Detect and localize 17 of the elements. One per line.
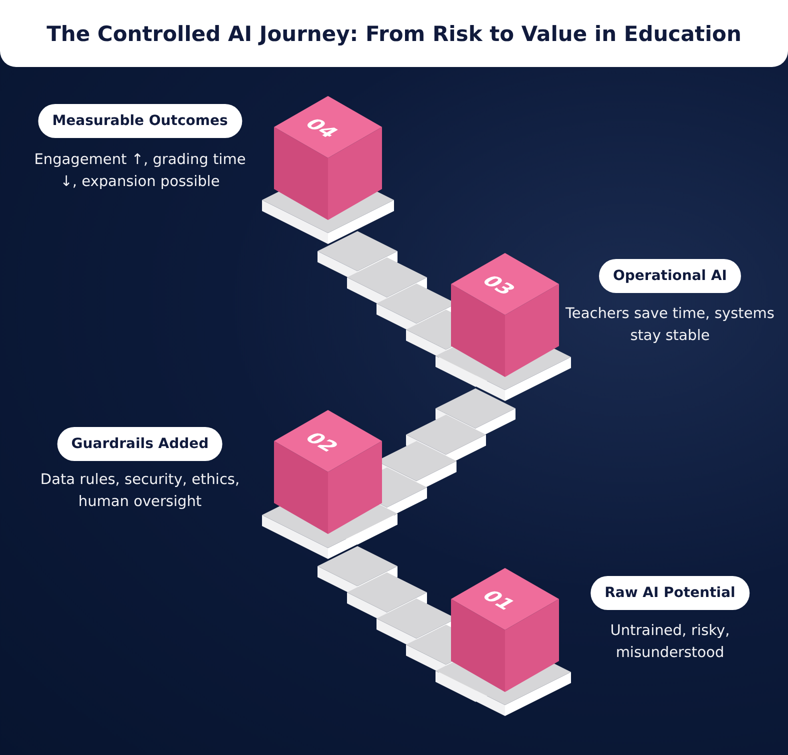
step-number: 03 xyxy=(476,272,522,298)
number-cube xyxy=(451,253,559,377)
stage-description: Untrained, risky, misunderstood xyxy=(609,622,731,663)
stage-label: Measurable Outcomes xyxy=(38,104,242,138)
stage-description: Engagement ↑, grading time ↓, expansion possible xyxy=(33,151,247,192)
stage-label: Raw AI Potential xyxy=(590,576,750,610)
stage-description: Data rules, security, ethics, human oversight xyxy=(39,471,241,512)
stage-label: Operational AI xyxy=(599,259,741,293)
diagram-title: The Controlled AI Journey: From Risk to Value in Education xyxy=(46,22,742,46)
step-number: 02 xyxy=(300,429,344,455)
stage-description: Teachers save time, systems stay stable xyxy=(564,305,776,346)
number-cube xyxy=(451,568,559,692)
number-cube xyxy=(274,410,382,534)
number-cube xyxy=(274,96,382,220)
step-number: 04 xyxy=(300,115,344,141)
step-number: 01 xyxy=(476,587,522,613)
stage-label: Guardrails Added xyxy=(57,427,223,461)
